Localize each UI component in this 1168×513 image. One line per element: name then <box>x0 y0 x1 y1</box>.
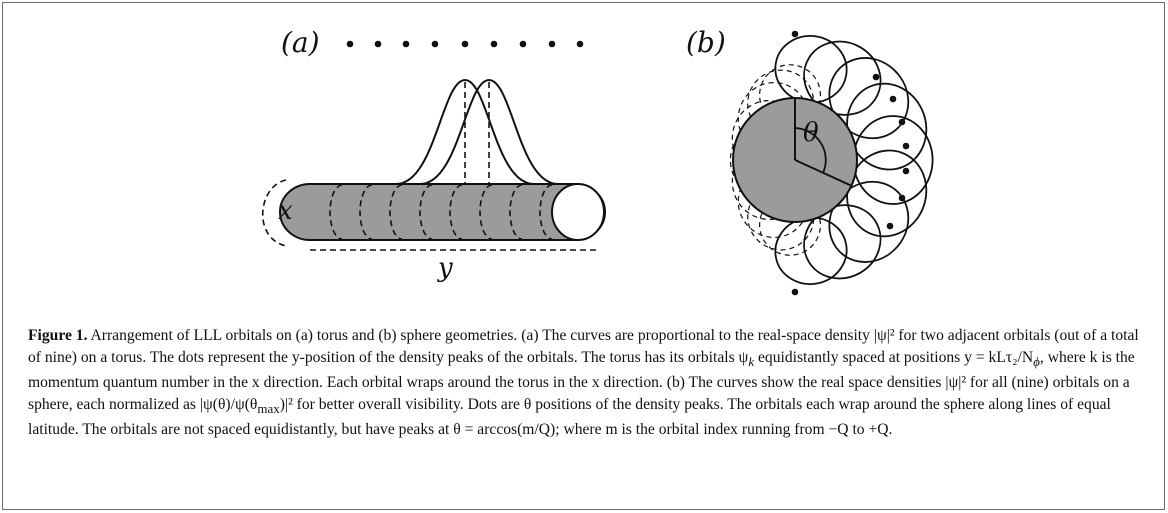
caption-sub-phi: ϕ <box>1033 353 1040 369</box>
caption-text-3: , where k is the momentum quantum number… <box>28 348 1135 413</box>
caption-text-2: equidistantly spaced at positions y = kL… <box>754 348 1034 366</box>
torus <box>279 183 606 241</box>
x-axis-label: x <box>278 196 293 226</box>
caption-text-4: )|² for better overall visibility. Dots … <box>28 395 1111 439</box>
panel-b-label: (b) <box>686 26 726 59</box>
caption-sub-max: max <box>257 400 280 416</box>
density-curves-a <box>395 78 559 185</box>
orbital-loop-front <box>852 115 934 205</box>
peak-guides-a <box>464 82 490 184</box>
y-axis-label: y <box>437 253 453 283</box>
caption-sub-k: k <box>748 353 755 369</box>
sphere <box>732 97 858 223</box>
peak-dots-b <box>791 30 910 296</box>
figure-graphic: (a) x y (b) <box>261 26 934 296</box>
caption-text-1: Arrangement of LLL orbitals on (a) torus… <box>28 327 1139 366</box>
figure-caption: Figure 1. Arrangement of LLL orbitals on… <box>28 325 1146 441</box>
panel-a-label: (a) <box>281 26 320 59</box>
figure-number: Figure 1. <box>28 327 88 344</box>
theta-label: θ <box>803 118 819 148</box>
x-direction-arc <box>261 179 287 247</box>
peak-dots-a <box>346 40 584 48</box>
